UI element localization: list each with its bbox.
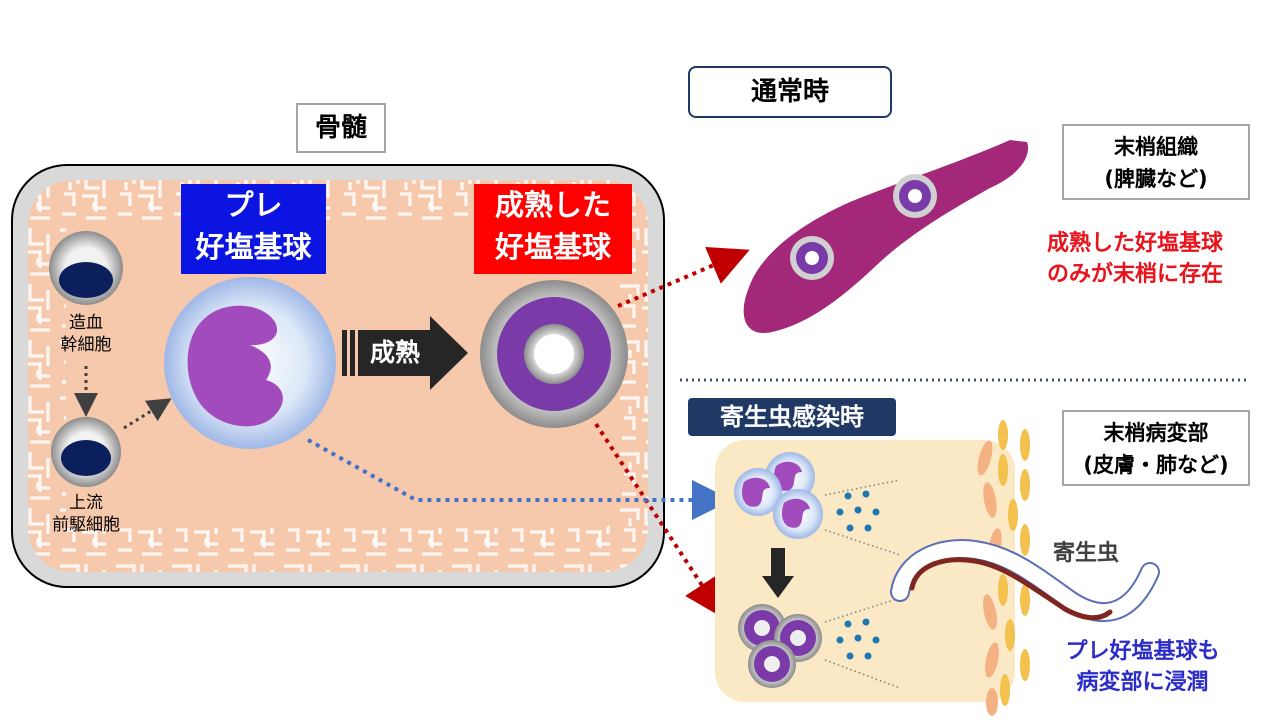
cluster-down-arrow <box>762 548 794 598</box>
peripheral-tissue-label: 末梢組織 (脾臓など) <box>1062 124 1250 200</box>
maturation-arrow <box>342 316 468 390</box>
spleen-tissue <box>743 140 1029 333</box>
granule-dots-bottom <box>836 618 880 660</box>
lesion-label: 末梢病変部 (皮膚・肺など) <box>1062 410 1250 486</box>
mature-to-tissue-arrow <box>617 247 750 308</box>
normal-header: 通常時 <box>688 66 892 118</box>
progenitor-cell <box>51 417 121 487</box>
mature-to-lesion-arrow <box>594 422 724 619</box>
pre-basophil-cluster <box>734 452 823 539</box>
bone-marrow-title: 骨髄 <box>296 103 386 153</box>
maturation-label: 成熟 <box>369 338 420 367</box>
pre-basophil-label: プレ 好塩基球 <box>181 184 326 274</box>
pre-basophil-cell <box>164 277 336 449</box>
mature-basophil-cluster <box>738 604 822 688</box>
stem-cell-label: 造血 幹細胞 <box>60 313 112 355</box>
release-lines <box>824 479 901 689</box>
parasite-label: 寄生虫 <box>1052 541 1119 566</box>
parasite-worm <box>890 539 1160 623</box>
normal-note: 成熟した好塩基球 のみが末梢に存在 <box>1046 231 1223 287</box>
stem-cell <box>49 231 123 305</box>
progenitor-to-pre-arrow <box>123 398 172 430</box>
progenitor-label: 上流 前駆細胞 <box>52 493 120 535</box>
infection-header: 寄生虫感染時 <box>688 398 896 436</box>
infection-note: プレ好塩基球も 病変部に浸潤 <box>1065 639 1220 695</box>
mature-basophil-label: 成熟した 好塩基球 <box>474 184 632 274</box>
granule-dots-top <box>836 490 880 532</box>
mature-basophil-cell <box>480 280 628 428</box>
